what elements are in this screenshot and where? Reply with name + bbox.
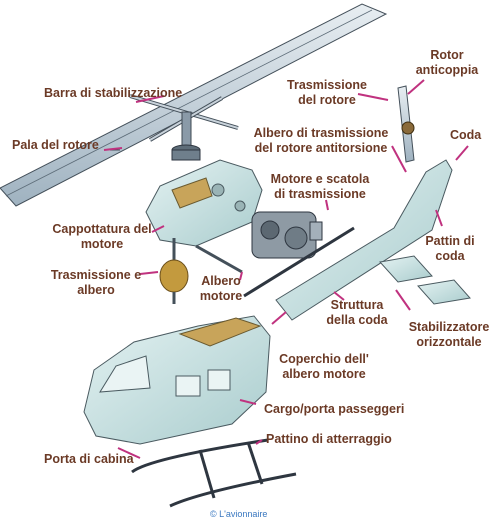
- label-tail: Coda: [450, 128, 482, 142]
- label-engine-shaft: Albero motore: [199, 274, 243, 303]
- label-stabilizer-bar: Barra di stabilizzazione: [44, 86, 183, 100]
- leader-lines: [103, 79, 469, 459]
- label-tail-structure: Struttura della coda: [326, 298, 388, 327]
- label-rotor-transmission: Trasmissione del rotore: [287, 78, 367, 107]
- label-engine-cowling: Cappottatura del motore: [52, 222, 152, 251]
- engine-cowling: [145, 159, 263, 247]
- label-anti-torque-shaft: Albero di trasmissione del rotore antito…: [253, 126, 389, 155]
- copyright-notice: © L'avionnaire: [210, 509, 268, 519]
- label-anti-torque-rotor: Rotor anticoppia: [415, 48, 479, 77]
- label-tail-skid: Pattin di coda: [425, 234, 475, 263]
- label-engine-gearbox: Motore e scatola di trasmissione: [270, 172, 370, 201]
- landing-skid: [131, 438, 297, 508]
- horizontal-stabilizer: [379, 255, 471, 305]
- transmission-and-shaft: [159, 238, 189, 304]
- tail-rotor: [397, 85, 415, 163]
- engine-shaft: [195, 244, 243, 274]
- rotor-mast: [171, 111, 201, 161]
- tail-rotor-drive-shaft: [243, 226, 355, 298]
- label-transmission-shaft: Trasmissione e albero: [50, 268, 142, 297]
- label-cargo-door: Cargo/porta passeggeri: [264, 402, 405, 416]
- fuselage-cabin: [83, 315, 271, 445]
- label-horizontal-stabilizer: Stabilizzatore orizzontale: [408, 320, 490, 349]
- tail-boom: [275, 159, 453, 321]
- label-landing-skid: Pattino di atterraggio: [266, 432, 392, 446]
- engine-and-gearbox: [251, 211, 323, 259]
- label-shaft-cover: Coperchio dell' albero motore: [279, 352, 369, 381]
- label-rotor-blade: Pala del rotore: [12, 138, 99, 152]
- main-rotor-blade: [0, 3, 388, 207]
- label-cabin-door: Porta di cabina: [44, 452, 134, 466]
